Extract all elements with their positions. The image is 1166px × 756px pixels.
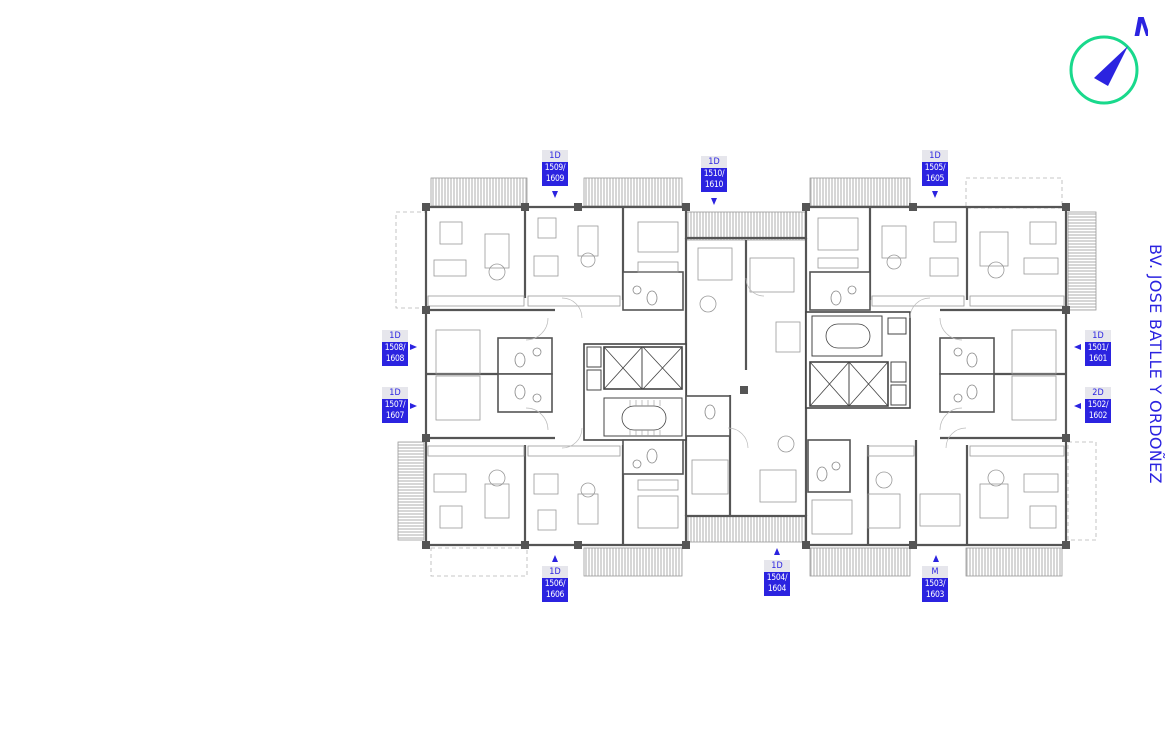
unit-tag-1508: 1D 1508/ 1608 (382, 330, 408, 366)
arrow-up-icon (933, 555, 939, 562)
unit-tag-1501: 1D 1501/ 1601 (1085, 330, 1111, 366)
core-right (805, 311, 911, 409)
unit-type: M (922, 566, 948, 578)
unit-tag-1503: M 1503/ 1603 (922, 566, 948, 602)
unit-type: 1D (382, 330, 408, 342)
unit-number: 1508/ 1608 (382, 342, 408, 366)
unit-number: 1509/ 1609 (542, 162, 568, 186)
unit-tag-1504: 1D 1504/ 1604 (764, 560, 790, 596)
unit-number: 1504/ 1604 (764, 572, 790, 596)
unit-tag-1509: 1D 1509/ 1609 (542, 150, 568, 186)
unit-type: 1D (542, 150, 568, 162)
unit-number: 1502/ 1602 (1085, 399, 1111, 423)
unit-number: 1506/ 1606 (542, 578, 568, 602)
unit-number: 1505/ 1605 (922, 162, 948, 186)
furniture (427, 217, 1065, 535)
unit-number: 1507/ 1607 (382, 399, 408, 423)
door-swings (525, 277, 967, 449)
unit-number: 1501/ 1601 (1085, 342, 1111, 366)
stair-treads-left (629, 400, 661, 436)
unit-number: 1510/ 1610 (701, 168, 727, 192)
bathrooms (497, 271, 995, 493)
unit-type: 1D (922, 150, 948, 162)
unit-type: 1D (382, 387, 408, 399)
arrow-down-icon (552, 191, 558, 198)
unit-type: 2D (1085, 387, 1111, 399)
arrow-left-icon (1074, 344, 1081, 350)
arrow-right-icon (410, 403, 417, 409)
arrow-down-icon (932, 191, 938, 198)
unit-tag-1507: 1D 1507/ 1607 (382, 387, 408, 423)
unit-type: 1D (1085, 330, 1111, 342)
balconies (430, 177, 1063, 577)
street-label: BV. JOSE BATLLE Y ORDOÑEZ (1146, 244, 1166, 514)
street-name: BV. JOSE BATLLE Y ORDOÑEZ (1146, 244, 1165, 484)
side-balconies (397, 211, 1097, 541)
arrow-up-icon (774, 548, 780, 555)
north-arrow-icon: N (1069, 13, 1148, 105)
columns (422, 203, 1070, 549)
unit-type: 1D (701, 156, 727, 168)
unit-tag-1505: 1D 1505/ 1605 (922, 150, 948, 186)
compass-letter: N (1134, 13, 1148, 43)
arrow-left-icon (1074, 403, 1081, 409)
unit-tag-1502: 2D 1502/ 1602 (1085, 387, 1111, 423)
arrow-up-icon (552, 555, 558, 562)
unit-tag-1506: 1D 1506/ 1606 (542, 566, 568, 602)
arrow-right-icon (410, 344, 417, 350)
core-left (583, 343, 687, 441)
unit-number: 1503/ 1603 (922, 578, 948, 602)
unit-type: 1D (764, 560, 790, 572)
fixtures (514, 285, 978, 482)
unit-type: 1D (542, 566, 568, 578)
arrow-down-icon (711, 198, 717, 205)
unit-tag-1510: 1D 1510/ 1610 (701, 156, 727, 192)
